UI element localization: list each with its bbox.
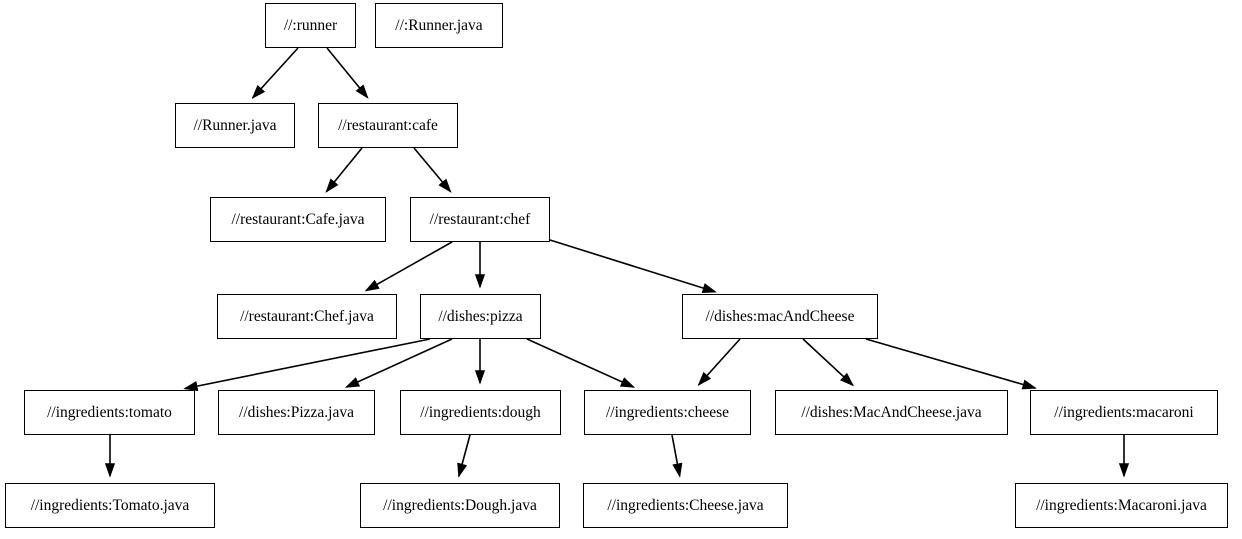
graph-edge-restaurant_cafe-to-restaurant_chef (413, 147, 452, 193)
graph-node-macaroni_java[interactable]: //ingredients:Macaroni.java (1015, 483, 1228, 528)
graph-edge-restaurant_cafe-to-cafe_java (325, 147, 363, 193)
graph-edge-ing_dough-to-dough_java (457, 434, 471, 478)
graph-edge-restaurant_chef-to-chef_java (364, 241, 453, 292)
graph-node-dishes_mac[interactable]: //dishes:macAndCheese (682, 294, 878, 339)
graph-node-runner_java[interactable]: //Runner.java (175, 103, 295, 148)
graph-edge-restaurant_chef-to-dishes_mac (549, 239, 717, 293)
graph-node-pizza_java[interactable]: //dishes:Pizza.java (218, 390, 375, 435)
graph-edge-dishes_mac-to-ing_macaroni (865, 338, 1037, 390)
graph-node-label: //ingredients:macaroni (1054, 403, 1194, 421)
graph-node-label: //ingredients:Cheese.java (607, 496, 764, 514)
graph-node-cafe_java[interactable]: //restaurant:Cafe.java (210, 197, 386, 242)
graph-node-label: //ingredients:Dough.java (383, 496, 537, 514)
graph-node-label: //restaurant:chef (429, 210, 531, 228)
graph-node-tomato_java[interactable]: //ingredients:Tomato.java (5, 483, 215, 528)
graph-node-label: //dishes:macAndCheese (705, 307, 855, 325)
graph-node-restaurant_chef[interactable]: //restaurant:chef (410, 197, 550, 242)
graph-node-ing_cheese[interactable]: //ingredients:cheese (584, 390, 751, 435)
graph-node-label: //:runner (283, 16, 338, 34)
graph-node-restaurant_cafe[interactable]: //restaurant:cafe (318, 103, 458, 148)
graph-edge-dishes_pizza-to-pizza_java (344, 338, 453, 388)
graph-node-cheese_java[interactable]: //ingredients:Cheese.java (583, 483, 788, 528)
graph-node-label: //restaurant:cafe (338, 116, 438, 134)
graph-node-label: //dishes:Pizza.java (239, 403, 354, 421)
graph-edge-dishes_pizza-to-ing_tomato (183, 338, 431, 392)
graph-node-label: //dishes:pizza (438, 307, 523, 325)
graph-node-runner[interactable]: //:runner (265, 3, 356, 48)
graph-node-label: //:Runner.java (395, 16, 483, 34)
graph-edge-dishes_mac-to-ing_cheese (697, 338, 741, 386)
graph-edge-runner-to-restaurant_cafe (326, 47, 369, 99)
graph-node-ing_macaroni[interactable]: //ingredients:macaroni (1030, 390, 1218, 435)
graph-node-label: //restaurant:Chef.java (240, 307, 374, 325)
graph-node-label: //dishes:MacAndCheese.java (801, 403, 982, 421)
graph-node-ing_tomato[interactable]: //ingredients:tomato (24, 390, 195, 435)
graph-edge-runner-to-runner_java (251, 47, 299, 100)
graph-edge-dishes_pizza-to-ing_cheese (526, 338, 636, 388)
graph-node-chef_java[interactable]: //restaurant:Chef.java (217, 294, 397, 339)
graph-node-label: //ingredients:dough (420, 403, 541, 421)
graph-edge-ing_cheese-to-cheese_java (671, 434, 683, 478)
graph-node-label: //ingredients:Macaroni.java (1036, 496, 1207, 514)
graph-node-label: //Runner.java (193, 116, 277, 134)
graph-node-runner_java_root[interactable]: //:Runner.java (375, 3, 503, 48)
graph-edge-dishes_mac-to-mac_java (802, 338, 855, 387)
graph-node-dough_java[interactable]: //ingredients:Dough.java (360, 483, 560, 528)
graph-node-label: //ingredients:Tomato.java (30, 496, 190, 514)
graph-node-mac_java[interactable]: //dishes:MacAndCheese.java (775, 390, 1008, 435)
graph-node-ing_dough[interactable]: //ingredients:dough (400, 390, 561, 435)
graph-node-label: //ingredients:tomato (47, 403, 172, 421)
graph-node-dishes_pizza[interactable]: //dishes:pizza (420, 294, 541, 339)
graph-node-label: //restaurant:Cafe.java (231, 210, 365, 228)
graph-node-label: //ingredients:cheese (605, 403, 730, 421)
